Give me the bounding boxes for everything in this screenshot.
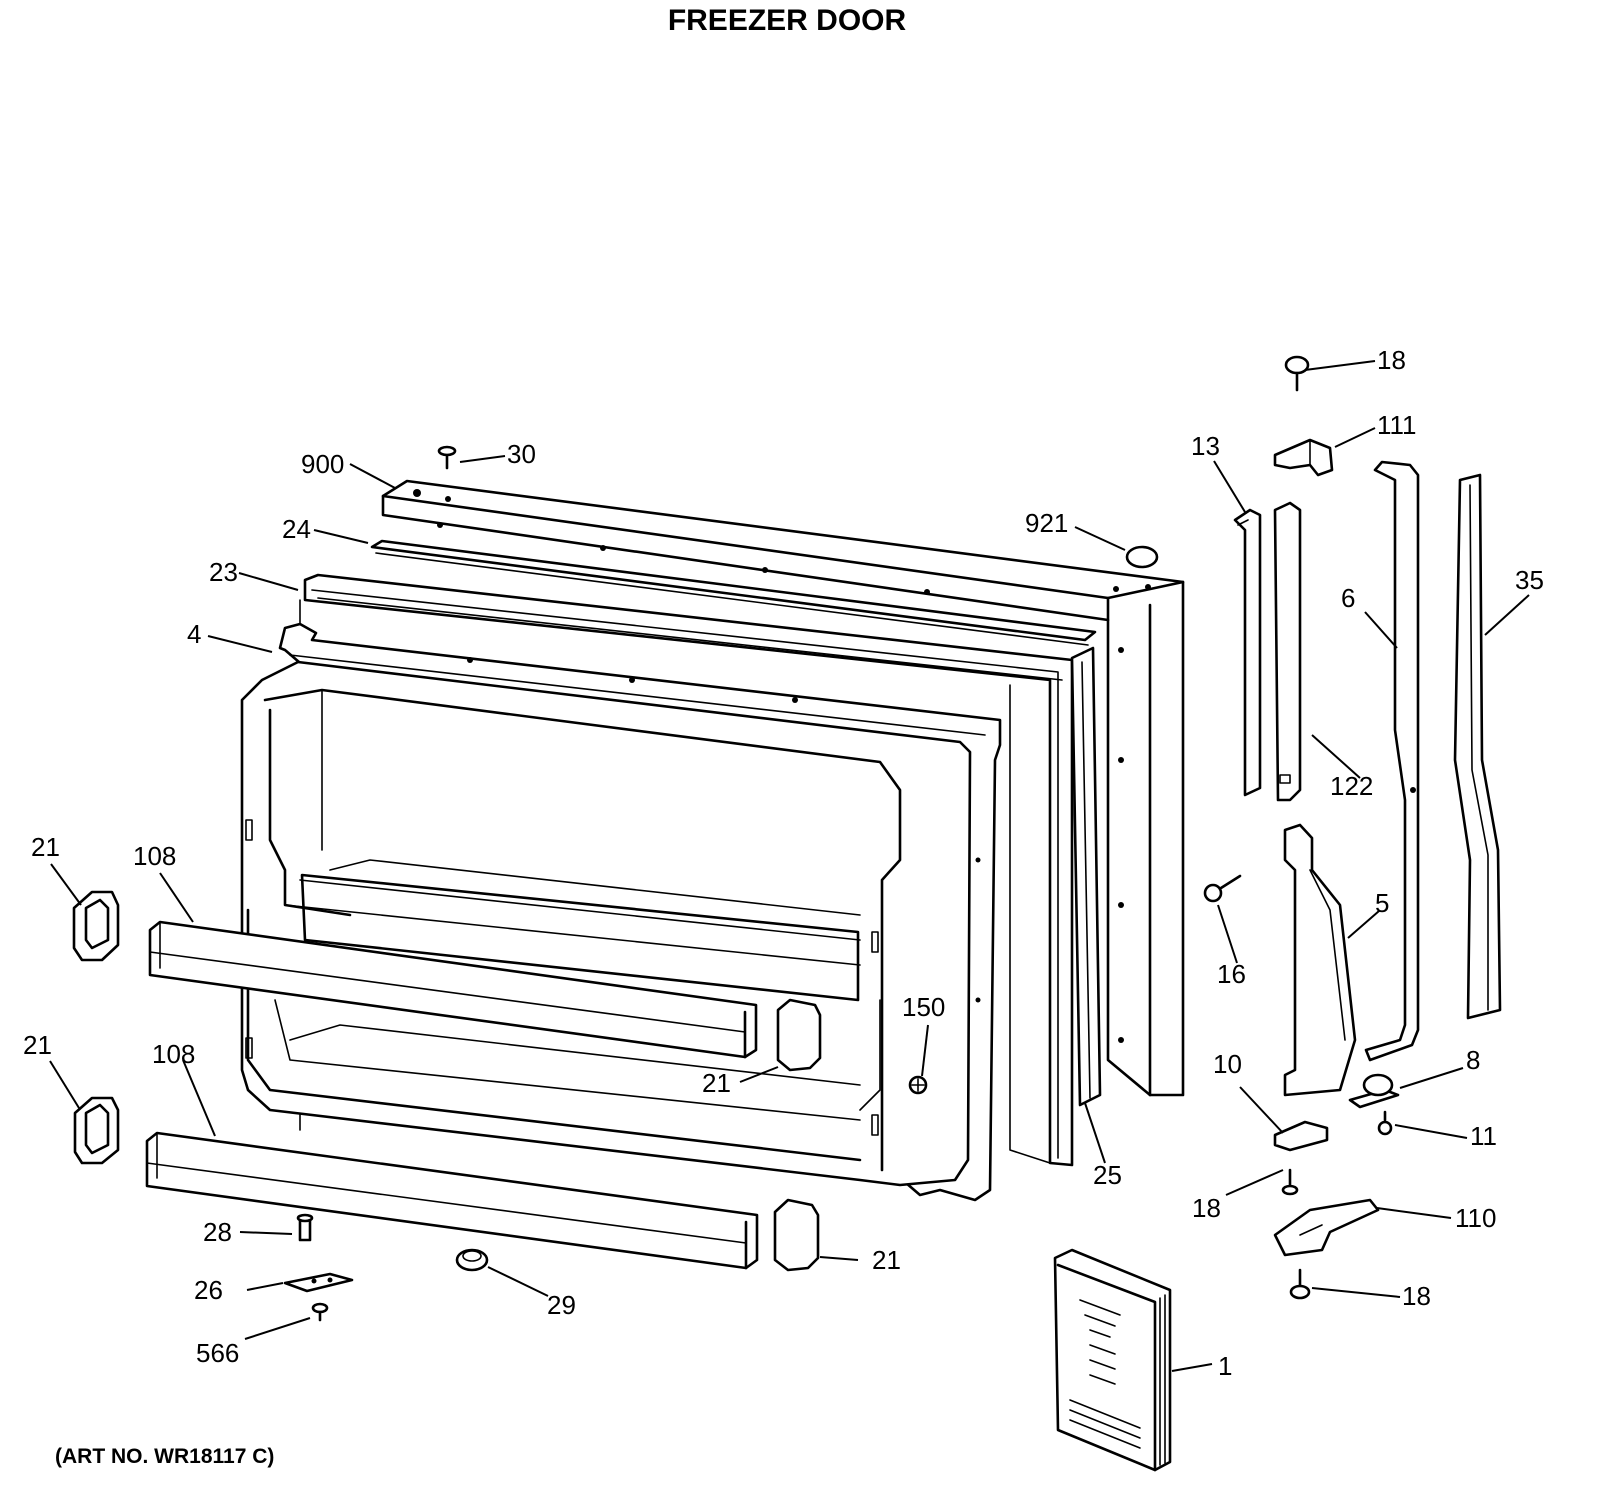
hinge-bracket-10 [1273, 1120, 1329, 1152]
callout-6: 6 [1341, 583, 1355, 613]
callout-5: 5 [1375, 888, 1389, 918]
callout-21-left-lower: 21 [23, 1030, 52, 1060]
door-outer-panel [381, 479, 1185, 1097]
callout-1: 1 [1218, 1351, 1232, 1381]
door-handle-6 [1364, 460, 1420, 1062]
callout-921: 921 [1025, 508, 1068, 538]
leader-lines [49, 360, 1530, 1372]
callout-108-upper: 108 [133, 841, 176, 871]
door-gasket [299, 573, 1074, 1167]
diagram-title: FREEZER DOOR [668, 4, 907, 37]
callout-150: 150 [902, 992, 945, 1022]
handle-trim-35 [1453, 473, 1502, 1020]
hinge-plate-26 [283, 1272, 354, 1293]
callout-900: 900 [301, 449, 344, 479]
bracket-8 [1348, 1073, 1400, 1109]
owners-manual-booklet-1 [1053, 1248, 1172, 1472]
hinge-screw-bottom-18 [1289, 1268, 1311, 1300]
callout-18-top: 18 [1377, 345, 1406, 375]
screw-16 [1203, 874, 1242, 903]
callout-23: 23 [209, 557, 238, 587]
hinge-pin-28 [296, 1213, 314, 1242]
screw-566 [311, 1302, 329, 1322]
callout-16: 16 [1217, 959, 1246, 989]
screw-150 [908, 1075, 928, 1095]
handle-bracket-122 [1273, 501, 1302, 802]
callout-111: 111 [1377, 410, 1417, 440]
callout-8: 8 [1466, 1045, 1480, 1075]
hinge-cover-13 [1233, 508, 1262, 797]
callout-13: 13 [1191, 431, 1220, 461]
callout-11: 11 [1470, 1121, 1497, 1151]
hinge-screw-top-18 [1284, 355, 1310, 392]
door-gasket-side-strip [1070, 646, 1102, 1107]
callout-18-bottom: 18 [1402, 1281, 1431, 1311]
bottom-hinge-110 [1273, 1198, 1380, 1257]
callout-21-left-upper: 21 [31, 832, 60, 862]
rail-end-cap-right-lower [773, 1198, 820, 1272]
callout-110: 110 [1455, 1203, 1496, 1233]
callout-35: 35 [1515, 565, 1544, 595]
art-number: (ART NO. WR18117 C) [55, 1445, 274, 1468]
rail-end-cap-left-lower [73, 1096, 120, 1165]
callout-122: 122 [1330, 771, 1373, 801]
screw-11 [1377, 1110, 1393, 1136]
callout-26: 26 [194, 1275, 223, 1305]
callout-28: 28 [203, 1217, 232, 1247]
handle-end-cap-5 [1283, 823, 1357, 1097]
plug-button-921 [1125, 545, 1159, 569]
shelf-rail-lower [145, 1131, 759, 1270]
door-top-trim [370, 539, 1097, 646]
screw-30 [437, 445, 457, 470]
rail-end-cap-right-upper [776, 998, 822, 1072]
callout-30: 30 [507, 439, 536, 469]
callout-21-right-lower: 21 [872, 1245, 901, 1275]
hinge-bracket-111 [1273, 438, 1334, 477]
callout-24: 24 [282, 514, 311, 544]
callout-25: 25 [1093, 1160, 1122, 1190]
callout-21-right-upper: 21 [702, 1068, 731, 1098]
callout-4: 4 [187, 619, 201, 649]
callout-18-mid: 18 [1192, 1193, 1221, 1223]
door-liner [240, 660, 972, 1187]
shelf-rail-upper [148, 920, 758, 1059]
callout-labels: 18 111 13 30 900 921 24 23 4 6 35 122 21… [23, 345, 1544, 1381]
hinge-screw-mid-18 [1281, 1168, 1299, 1196]
callout-29: 29 [547, 1290, 576, 1320]
callout-10: 10 [1213, 1049, 1242, 1079]
callout-566: 566 [196, 1338, 239, 1368]
rail-end-cap-left-upper [72, 890, 120, 962]
callout-108-lower: 108 [152, 1039, 195, 1069]
plug-29 [455, 1248, 489, 1272]
